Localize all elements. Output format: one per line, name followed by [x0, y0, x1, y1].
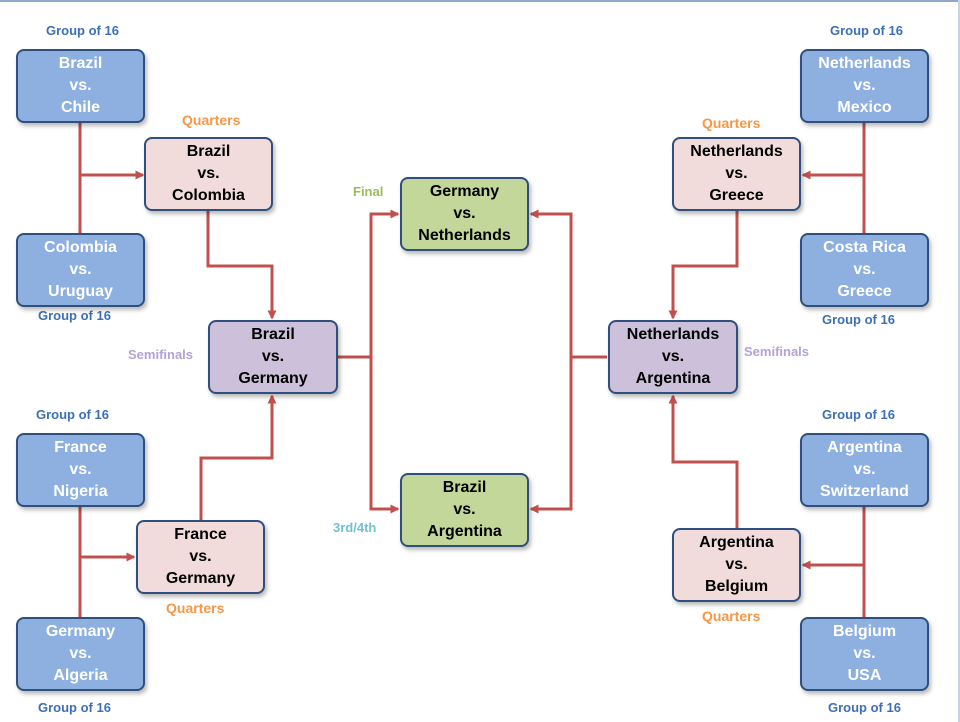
- match-box-r16-costarica-greece: Costa Rica vs. Greece: [800, 233, 929, 307]
- vs-label: vs.: [69, 645, 92, 662]
- team-name: Nigeria: [53, 483, 108, 500]
- team-name: Netherlands: [818, 55, 911, 72]
- team-name: Chile: [60, 99, 101, 116]
- team-name: USA: [847, 667, 882, 684]
- label-group-of-16: Group of 16: [38, 308, 111, 323]
- match-box-final: Germany vs. Netherlands: [400, 177, 529, 251]
- team-name: Switzerland: [820, 483, 909, 500]
- arrow-to-sf-netherlands-argentina-bottom: [668, 394, 739, 528]
- team-name: Germany: [165, 570, 236, 587]
- team-name: Brazil: [442, 479, 487, 496]
- label-quarters: Quarters: [166, 600, 225, 616]
- label-group-of-16: Group of 16: [38, 700, 111, 715]
- team-name: Colombia: [172, 187, 245, 204]
- match-box-r16-netherlands-mexico: Netherlands vs. Mexico: [800, 49, 929, 123]
- label-group-of-16: Group of 16: [36, 407, 109, 422]
- team-name: France: [174, 526, 227, 543]
- vs-label: vs.: [69, 261, 92, 278]
- team-name: Belgium: [832, 623, 897, 640]
- match-box-sf-brazil-germany: Brazil vs. Germany: [208, 320, 338, 394]
- vs-label: vs.: [725, 165, 748, 182]
- match-box-third-place: Brazil vs. Argentina: [400, 473, 529, 547]
- team-name: Colombia: [44, 239, 117, 256]
- match-box-r16-argentina-switzerland: Argentina vs. Switzerland: [800, 433, 929, 507]
- team-name: Germany: [45, 623, 116, 640]
- match-box-sf-netherlands-argentina: Netherlands vs. Argentina: [608, 320, 738, 394]
- label-group-of-16: Group of 16: [822, 407, 895, 422]
- team-name: Argentina: [827, 439, 902, 456]
- right-border: [958, 0, 960, 722]
- team-name: Algeria: [53, 667, 108, 684]
- label-third-fourth: 3rd/4th: [333, 520, 377, 535]
- team-name: Netherlands: [690, 143, 783, 160]
- team-name: Germany: [429, 183, 500, 200]
- label-quarters: Quarters: [702, 608, 761, 624]
- label-group-of-16: Group of 16: [46, 23, 119, 38]
- arrow-to-sf-brazil-germany-bottom: [199, 394, 277, 520]
- team-name: Greece: [709, 187, 764, 204]
- team-name: Belgium: [704, 578, 769, 595]
- match-box-qf-brazil-colombia: Brazil vs. Colombia: [144, 137, 273, 211]
- top-border: [0, 0, 960, 2]
- vs-label: vs.: [261, 348, 285, 365]
- vs-label: vs.: [853, 645, 876, 662]
- vs-label: vs.: [197, 165, 220, 182]
- label-quarters: Quarters: [702, 115, 761, 131]
- match-box-r16-germany-algeria: Germany vs. Algeria: [16, 617, 145, 691]
- team-name: Argentina: [699, 534, 774, 551]
- team-name: Netherlands: [418, 227, 511, 244]
- team-name: Costa Rica: [823, 239, 906, 256]
- team-name: Argentina: [635, 370, 711, 387]
- vs-label: vs.: [453, 501, 476, 518]
- match-box-r16-belgium-usa: Belgium vs. USA: [800, 617, 929, 691]
- arrow-to-sf-netherlands-argentina-top: [668, 211, 739, 320]
- vs-label: vs.: [69, 461, 92, 478]
- label-semifinals: Semifinals: [744, 344, 810, 359]
- vs-label: vs.: [189, 548, 212, 565]
- label-group-of-16: Group of 16: [830, 23, 903, 38]
- team-name: Uruguay: [48, 283, 113, 300]
- label-final: Final: [353, 184, 384, 199]
- vs-label: vs.: [453, 205, 476, 222]
- team-name: Mexico: [837, 99, 892, 116]
- vs-label: vs.: [853, 77, 876, 94]
- label-quarters: Quarters: [182, 112, 241, 128]
- team-name: France: [54, 439, 107, 456]
- match-box-r16-brazil-chile: Brazil vs. Chile: [16, 49, 145, 123]
- match-box-qf-netherlands-greece: Netherlands vs. Greece: [672, 137, 801, 211]
- match-box-r16-colombia-uruguay: Colombia vs. Uruguay: [16, 233, 145, 307]
- arrow-right-to-third: [529, 357, 573, 514]
- vs-label: vs.: [69, 77, 92, 94]
- team-name: Brazil: [186, 143, 231, 160]
- arrow-left-to-third: [369, 357, 400, 514]
- match-box-qf-argentina-belgium: Argentina vs. Belgium: [672, 528, 801, 602]
- vs-label: vs.: [661, 348, 685, 365]
- vs-label: vs.: [853, 461, 876, 478]
- label-semifinals: Semifinals: [128, 347, 194, 362]
- label-group-of-16: Group of 16: [828, 700, 901, 715]
- arrow-right-to-final: [529, 209, 607, 359]
- team-name: Greece: [837, 283, 892, 300]
- match-box-qf-france-germany: France vs. Germany: [136, 520, 265, 594]
- team-name: Argentina: [427, 523, 502, 540]
- team-name: Brazil: [58, 55, 103, 72]
- label-group-of-16: Group of 16: [822, 312, 895, 327]
- team-name: Germany: [238, 370, 308, 387]
- arrow-to-sf-brazil-germany-top: [206, 211, 277, 320]
- arrow-left-to-final: [338, 209, 400, 359]
- vs-label: vs.: [853, 261, 876, 278]
- match-box-r16-france-nigeria: France vs. Nigeria: [16, 433, 145, 507]
- team-name: Netherlands: [626, 326, 720, 343]
- team-name: Brazil: [251, 326, 295, 343]
- vs-label: vs.: [725, 556, 748, 573]
